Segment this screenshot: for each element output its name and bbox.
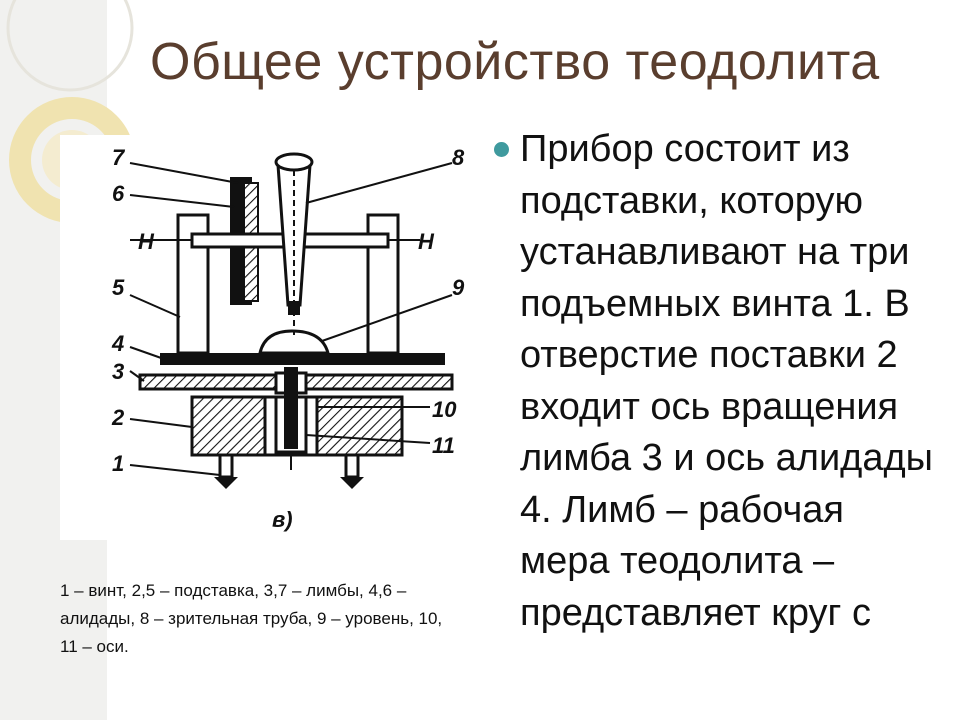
label-8: 8 [452, 145, 465, 170]
label-5: 5 [112, 275, 125, 300]
telescope-lower [288, 301, 300, 315]
label-2: 2 [111, 405, 125, 430]
label-3: 3 [112, 359, 124, 384]
screw-left-shaft [218, 453, 234, 479]
alidade-axis [284, 367, 298, 447]
screw-right-head [340, 477, 364, 489]
theodolite-diagram: 7 6 8 H H 5 9 4 3 2 10 11 1 в) [111, 145, 465, 532]
label-sub-v: в) [272, 507, 293, 532]
label-9: 9 [452, 275, 465, 300]
label-7: 7 [112, 145, 126, 170]
label-11: 11 [432, 433, 455, 458]
alidade-plate [160, 353, 445, 365]
label-4: 4 [111, 331, 124, 356]
screw-left-head [214, 477, 238, 489]
bullet-text: Прибор состоит из подставки, которую уст… [520, 128, 933, 634]
level-bubble [258, 329, 330, 355]
label-10: 10 [432, 397, 457, 422]
figure-caption: 1 – винт, 2,5 – подставка, 3,7 – лимбы, … [60, 581, 443, 656]
bullet-item: Прибор состоит из подставки, которую уст… [494, 124, 944, 720]
telescope-eyepiece [274, 152, 314, 172]
leader-lines [129, 162, 453, 476]
label-h-left: H [138, 229, 155, 254]
bullet-dot-icon [494, 142, 509, 157]
theodolite-diagram-panel: 7 6 8 H H 5 9 4 3 2 10 11 1 в) [60, 135, 468, 540]
label-1: 1 [112, 451, 124, 476]
screw-right-shaft [344, 453, 360, 479]
label-h-right: H [418, 229, 435, 254]
slide-title: Общее устройство теодолита [150, 33, 880, 91]
label-6: 6 [112, 181, 125, 206]
